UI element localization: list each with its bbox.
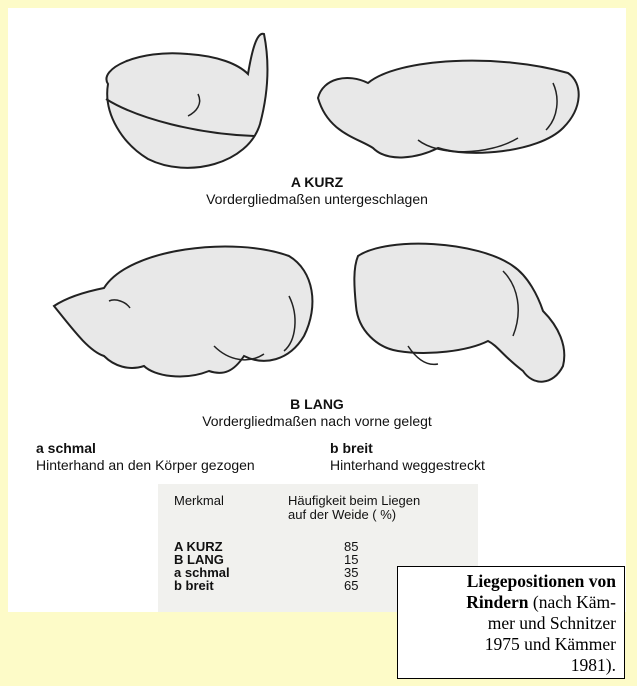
figure-b-subtitle: Vordergliedmaßen nach vorne gelegt xyxy=(202,413,432,429)
scanned-figure: A KURZ Vordergliedmaßen untergeschlagen … xyxy=(8,8,626,612)
figure-b-caption: B LANG Vordergliedmaßen nach vorne geleg… xyxy=(8,396,626,430)
cow-illustration-a-left xyxy=(78,24,288,184)
table-header-frequency-line1: Häufigkeit beim Liegen xyxy=(288,494,420,508)
table-header-frequency: Häufigkeit beim Liegen auf der Weide ( %… xyxy=(288,494,420,522)
caption-line-2-bold: Rindern xyxy=(466,592,528,612)
caption-line-4: 1975 und Kämmer xyxy=(406,634,616,655)
table-header-frequency-line2: auf der Weide ( %) xyxy=(288,508,420,522)
cow-illustration-a-right xyxy=(298,38,588,168)
variant-a: a schmal Hinterhand an den Körper gezoge… xyxy=(36,440,255,474)
caption-line-3: mer und Schnitzer xyxy=(406,613,616,634)
table-header-merkmal: Merkmal xyxy=(174,494,224,508)
caption-line-1: Liegepositionen von xyxy=(406,571,616,592)
caption-box: Liegepositionen von Rindern (nach Käm- m… xyxy=(397,566,625,679)
variant-a-text: Hinterhand an den Körper gezogen xyxy=(36,457,255,473)
variant-b: b breit Hinterhand weggestreckt xyxy=(330,440,485,474)
row-value: 65 xyxy=(344,579,358,593)
figure-a-caption: A KURZ Vordergliedmaßen untergeschlagen xyxy=(8,174,626,208)
figure-a-heading: A KURZ xyxy=(8,174,626,191)
figure-a-subtitle: Vordergliedmaßen untergeschlagen xyxy=(206,191,428,207)
cow-illustration-b-left xyxy=(34,236,324,391)
caption-line-2: Rindern (nach Käm- xyxy=(406,592,616,613)
cow-illustration-b-right xyxy=(328,236,588,396)
row-label: b breit xyxy=(174,579,214,593)
caption-line-5: 1981). xyxy=(406,655,616,676)
caption-line-2-rest: (nach Käm- xyxy=(529,592,616,612)
variant-b-text: Hinterhand weggestreckt xyxy=(330,457,485,473)
figure-b-heading: B LANG xyxy=(8,396,626,413)
variant-b-heading: b breit xyxy=(330,440,485,457)
variant-a-heading: a schmal xyxy=(36,440,255,457)
